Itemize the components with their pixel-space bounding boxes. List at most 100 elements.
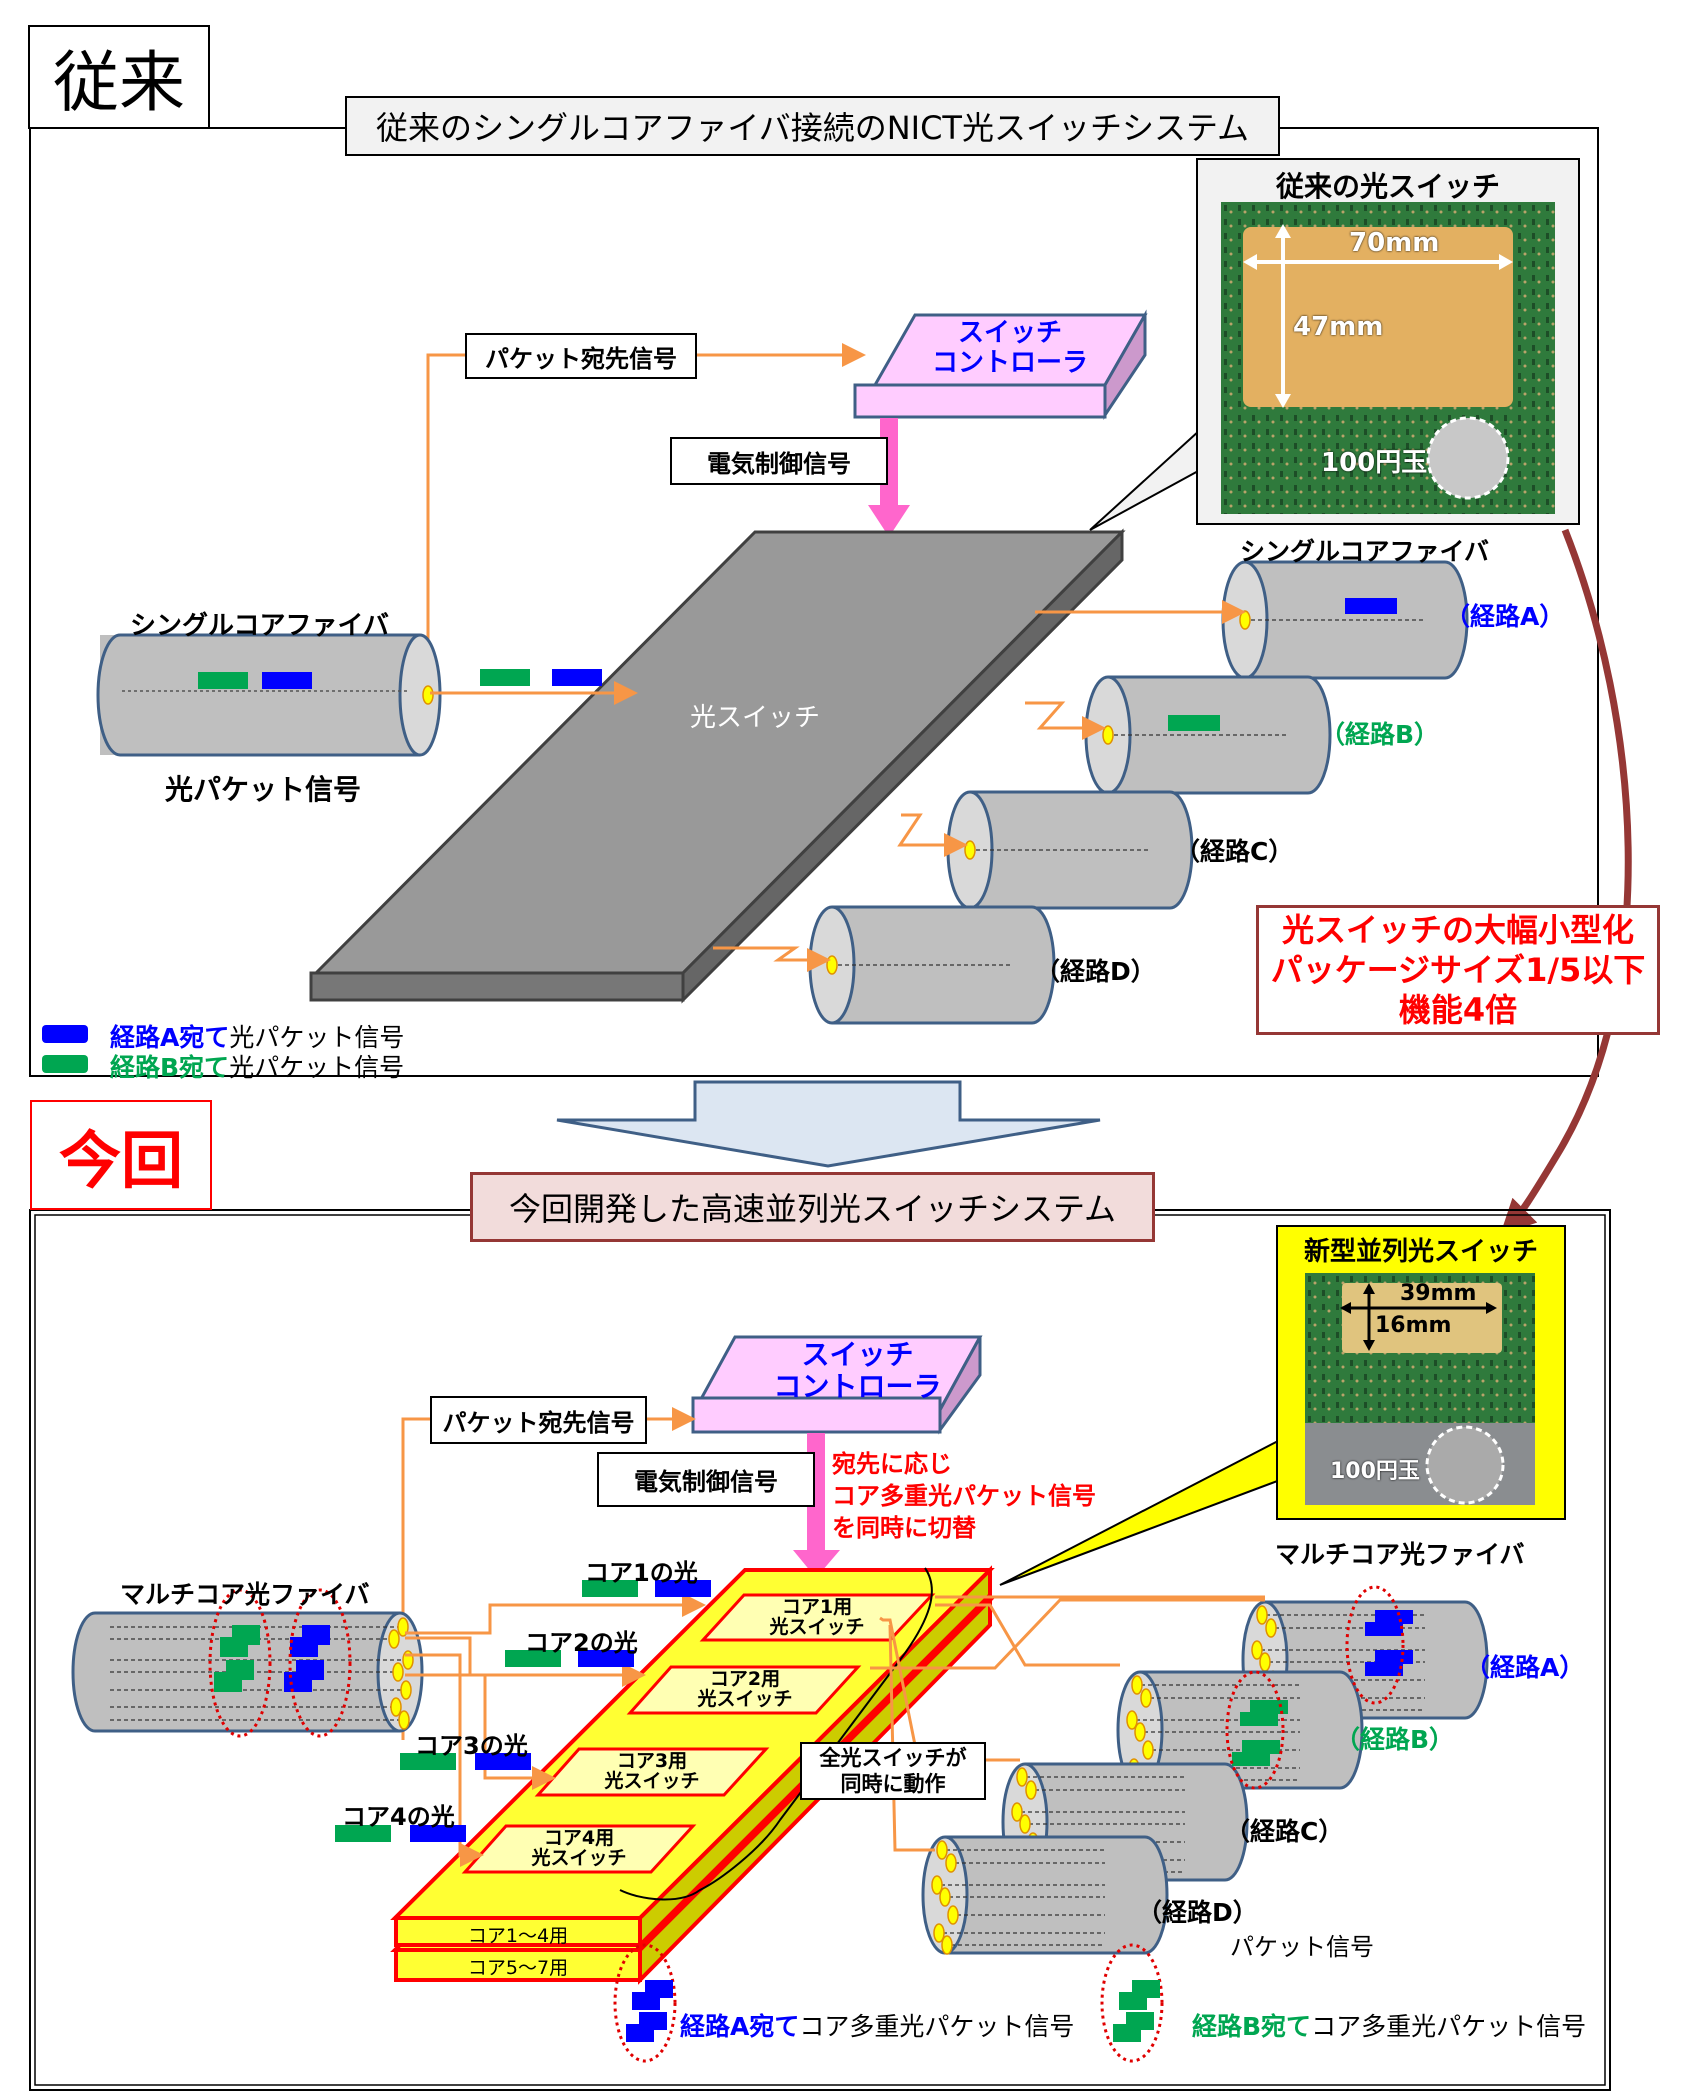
bottom-switching-note: 宛先に応じ コア多重光パケット信号 を同時に切替 xyxy=(832,1448,1096,1544)
core-dot xyxy=(947,1905,959,1925)
core-dot xyxy=(1265,1618,1277,1638)
legend-colored-text: 経路B宛て xyxy=(1192,2012,1312,2041)
bottom-output-fiber-route-d xyxy=(921,1835,1169,1955)
packet-green xyxy=(198,672,248,689)
packet-green xyxy=(1250,1700,1288,1714)
top-output-fiber-route-c xyxy=(946,790,1194,910)
top-controller-label: スイッチ コントローラ xyxy=(915,318,1105,378)
simultaneous-operation-label: 全光スイッチが 同時に動作 xyxy=(800,1742,986,1800)
note-line1: 宛先に応じ xyxy=(832,1450,952,1478)
packet-green xyxy=(1168,715,1220,731)
top-output-fiber-route-a xyxy=(1221,560,1469,680)
core-dot xyxy=(1025,1780,1037,1800)
input-blue-packet-stack xyxy=(284,1625,330,1692)
core-switch-line1: コア4用 xyxy=(543,1827,615,1849)
core-switch-line1: コア2用 xyxy=(709,1668,781,1690)
input-blue-group-circle xyxy=(288,1588,352,1738)
packet-blue xyxy=(552,669,602,686)
legend-rest-text: コア多重光パケット信号 xyxy=(799,2012,1075,2041)
output-b-group-circle xyxy=(1225,1670,1285,1790)
core4-switch-label: コア4用光スイッチ xyxy=(514,1828,644,1868)
packet-blue xyxy=(1365,1622,1403,1636)
core-dot xyxy=(936,1840,948,1860)
summary-curved-arrow xyxy=(1500,528,1632,1235)
core-dot xyxy=(1142,1740,1154,1760)
core-switch-line2: 光スイッチ xyxy=(531,1847,627,1869)
top-output-route-c xyxy=(897,813,968,857)
bottom-photo-width-label: 39mm xyxy=(1400,1281,1477,1306)
core1-route xyxy=(405,1593,706,1635)
transition-down-arrow xyxy=(556,1080,1101,1168)
top-packet-dest-label: パケット宛先信号 xyxy=(465,333,697,379)
controller-line2: コントローラ xyxy=(773,1370,942,1403)
core-dot xyxy=(1019,1814,1031,1834)
input-green-packet-stack xyxy=(214,1625,260,1692)
core-light-packets xyxy=(335,1580,711,1842)
core1-light-label: コア1の光 xyxy=(585,1559,698,1587)
core-dot xyxy=(933,1923,945,1943)
top-optical-switch-slab xyxy=(309,528,1126,1004)
stack-label-core5-7: コア5～7用 xyxy=(467,1957,569,1979)
top-route-d-label: （経路D） xyxy=(1035,957,1156,986)
core-dot xyxy=(1011,1802,1023,1822)
core1-switch-label: コア1用光スイッチ xyxy=(752,1597,882,1637)
packet-green xyxy=(1232,1752,1270,1766)
bottom-packet-dest-label: パケット宛先信号 xyxy=(430,1396,647,1444)
note-line3: を同時に切替 xyxy=(832,1514,976,1542)
top-switch-photo: 70mm 47mm 100円玉 xyxy=(1221,202,1555,514)
top-switch-controller-shape xyxy=(853,309,1148,420)
core4-route xyxy=(405,1653,484,1867)
bottom-legend-b: 経路B宛てコア多重光パケット信号 xyxy=(1192,2007,1586,2043)
core-dot xyxy=(931,1875,943,1895)
controller-line1: スイッチ xyxy=(801,1338,914,1371)
output-a-group-circle xyxy=(1345,1585,1405,1705)
bottom-section-tag: 今回 xyxy=(30,1100,212,1210)
top-input-fiber-label: シングルコアファイバ xyxy=(130,611,389,641)
packet-green xyxy=(1240,1712,1278,1726)
bottom-output-fiber-label: マルチコア光ファイバ xyxy=(1275,1540,1525,1569)
simul-line2: 同時に動作 xyxy=(840,1772,946,1796)
core3-route xyxy=(405,1673,556,1790)
core-switch-line1: コア1用 xyxy=(781,1596,853,1618)
simultaneous-bracket xyxy=(619,1567,933,1901)
core-switch-line2: 光スイッチ xyxy=(604,1770,700,1792)
bottom-switch-controller-shape xyxy=(691,1335,983,1435)
core2-route xyxy=(405,1636,646,1687)
core-dot xyxy=(1131,1675,1143,1695)
core-dot xyxy=(400,1680,412,1700)
switch-module-image xyxy=(1243,227,1513,407)
core4-light-label: コア4の光 xyxy=(342,1803,455,1831)
controller-line1: スイッチ xyxy=(957,318,1062,348)
top-output-route-d xyxy=(713,946,831,972)
bottom-photo-title: 新型並列光スイッチ xyxy=(1303,1237,1538,1267)
bottom-photo-height-label: 16mm xyxy=(1375,1313,1452,1338)
core-dot xyxy=(1102,725,1114,745)
coin-image xyxy=(1426,416,1510,500)
packet-blue xyxy=(1375,1610,1413,1624)
packet-green xyxy=(480,669,530,686)
top-photo-callout: 従来の光スイッチ 70mm 47mm 100円玉 xyxy=(1196,158,1580,525)
core-dot xyxy=(1251,1640,1263,1660)
top-output-fiber-label: シングルコアファイバ xyxy=(1240,537,1490,566)
bottom-switch-photo: 39mm 16mm 100円玉 xyxy=(1305,1273,1535,1505)
top-route-a-label: （経路A） xyxy=(1445,602,1565,631)
bottom-legend-a: 経路A宛てコア多重光パケット信号 xyxy=(680,2007,1074,2043)
switch-module-image xyxy=(1342,1283,1502,1353)
core-dot xyxy=(1259,1652,1271,1672)
top-route-c-label: （経路C） xyxy=(1175,837,1294,866)
core-dot xyxy=(388,1629,400,1649)
legend-colored-text: 経路A宛て xyxy=(110,1023,230,1052)
top-input-caption: 光パケット信号 xyxy=(165,773,362,806)
core-dot xyxy=(826,955,838,975)
summary-line1: 光スイッチの大幅小型化 xyxy=(1281,911,1634,949)
core-dot xyxy=(392,1662,404,1682)
bottom-route-c-label: （経路C） xyxy=(1225,1817,1344,1846)
core-dot xyxy=(1134,1722,1146,1742)
top-section-tag: 従来 xyxy=(28,25,210,129)
legend-blue-packet-stack-icon xyxy=(613,1943,677,2063)
legend-rest-text: 光パケット信号 xyxy=(229,1023,405,1052)
top-input-fiber xyxy=(96,633,442,757)
top-photo-title: 従来の光スイッチ xyxy=(1275,170,1500,203)
core2-switch-label: コア2用光スイッチ xyxy=(680,1669,810,1709)
